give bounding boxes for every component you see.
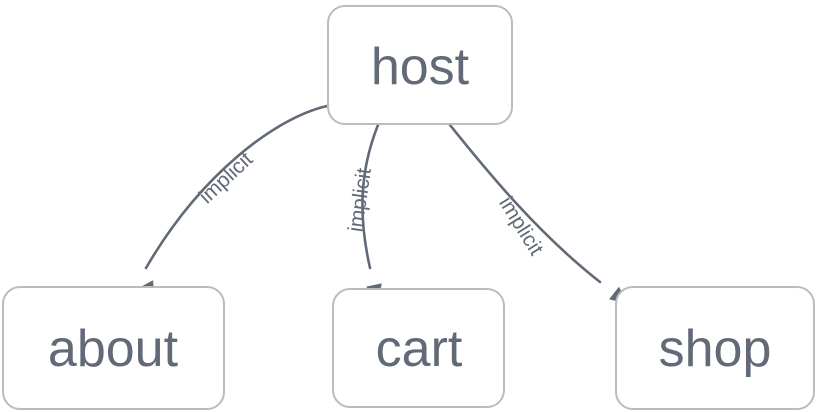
- edge-label-host-shop: implicit: [494, 193, 548, 260]
- node-about[interactable]: about: [2, 286, 225, 410]
- edge-host-cart[interactable]: implicit: [344, 123, 385, 304]
- node-shop-label: shop: [659, 320, 772, 378]
- node-about-box: [2, 286, 225, 410]
- node-host[interactable]: host: [327, 5, 513, 125]
- edge-path: [448, 123, 602, 284]
- edge-path: [144, 104, 329, 270]
- edge-label-host-cart: implicit: [344, 166, 376, 233]
- node-about-label: about: [48, 320, 179, 378]
- edge-host-about[interactable]: implicit: [138, 104, 329, 304]
- edge-host-shop[interactable]: implicit: [448, 123, 633, 310]
- node-cart-box: [332, 288, 505, 408]
- node-cart-label: cart: [376, 320, 463, 378]
- node-shop[interactable]: shop: [615, 286, 815, 410]
- node-cart[interactable]: cart: [332, 288, 505, 408]
- node-host-label: host: [371, 38, 470, 96]
- node-host-box: [327, 5, 513, 125]
- edge-label-host-about: implicit: [195, 148, 258, 209]
- node-shop-box: [615, 286, 815, 410]
- edge-path: [361, 123, 380, 270]
